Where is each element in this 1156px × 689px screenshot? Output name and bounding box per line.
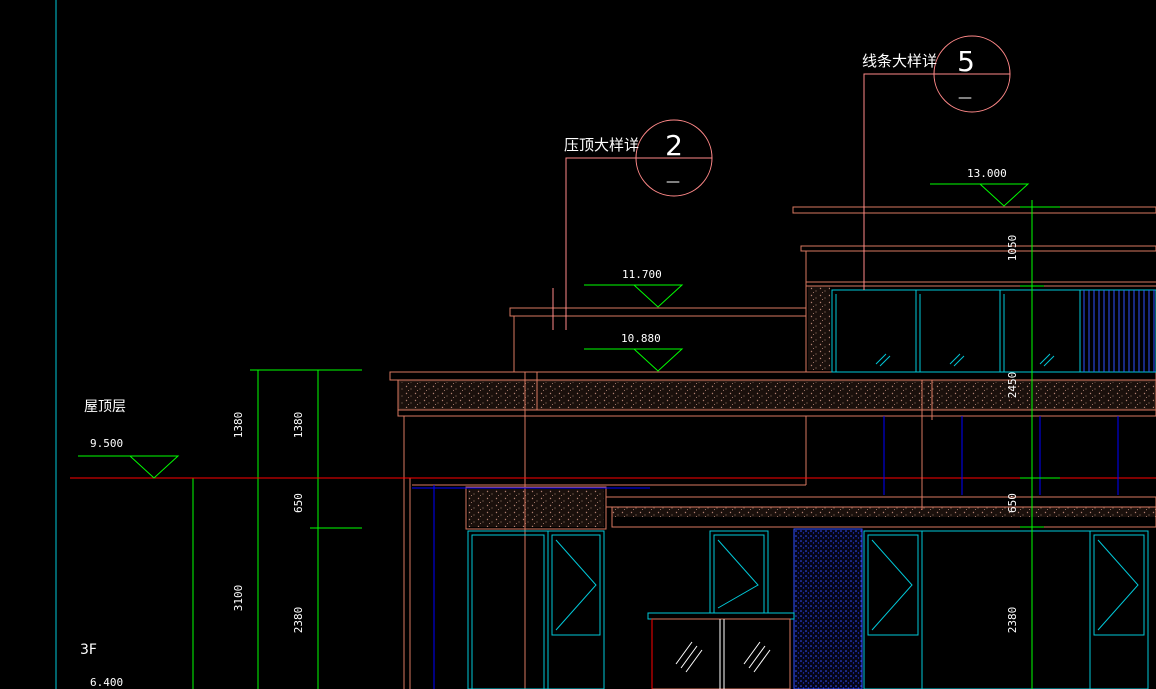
elev-marker-11700 [584, 284, 684, 308]
roof-level-marker [128, 455, 180, 479]
right-dimension-line [1020, 200, 1060, 689]
balcony-railing [647, 612, 795, 689]
roof-level-name: 屋顶层 [84, 399, 126, 415]
lower-facade-lines [403, 416, 1156, 689]
floor3-name: 3F [80, 642, 97, 658]
floor3-level-value: 6.400 [90, 676, 123, 689]
callout-5-label: 线条大样详 [862, 52, 937, 70]
roof-level-value: 9.500 [90, 437, 123, 450]
dim-mid-2380: 2380 [292, 607, 305, 634]
dim-left-1380: 1380 [232, 412, 245, 439]
elev-11700-value: 11.700 [622, 268, 662, 281]
blue-stone-panel [793, 528, 863, 689]
detail-callout-2[interactable]: 压顶大样详 2 — [564, 119, 713, 330]
dim-mid-650: 650 [292, 493, 305, 513]
blue-mullions [412, 416, 1119, 689]
callout-2-label: 压顶大样详 [564, 136, 639, 154]
glass-marks-upper [875, 353, 1055, 367]
dim-right-2380: 2380 [1006, 607, 1019, 634]
callout-5-number: 5 [957, 45, 975, 78]
elev-marker-10880 [584, 348, 684, 372]
elev-10880-value: 10.880 [621, 332, 661, 345]
callout-2-number: 2 [665, 129, 683, 162]
elev-13000-value: 13.000 [967, 167, 1007, 180]
detail-callout-5[interactable]: 线条大样详 5 — [862, 35, 1011, 290]
dim-left-3100: 3100 [232, 585, 245, 612]
upper-louver [1083, 290, 1155, 372]
elev-marker-13000 [930, 183, 1030, 207]
upper-window-band [831, 289, 1156, 373]
concrete-hatch [400, 286, 1156, 527]
callout-5-sheet: — [958, 90, 972, 106]
dim-right-2450: 2450 [1006, 372, 1019, 399]
dim-right-650: 650 [1006, 493, 1019, 513]
dim-mid-1380: 1380 [292, 412, 305, 439]
dim-right-1050: 1050 [1006, 235, 1019, 262]
callout-2-sheet: — [666, 174, 680, 190]
